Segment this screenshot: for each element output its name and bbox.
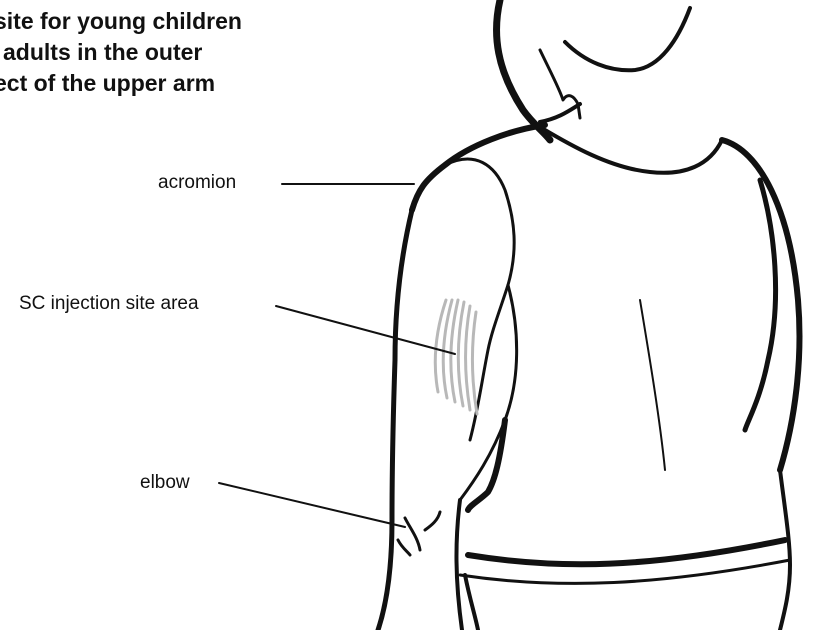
waistband-top bbox=[468, 540, 785, 564]
upper-arm-outer bbox=[378, 210, 412, 630]
forearm-outline bbox=[456, 500, 462, 630]
collar-line bbox=[540, 104, 580, 122]
elbow-crease-2 bbox=[425, 512, 440, 530]
trousers-right bbox=[780, 470, 790, 630]
left-shoulder-outline bbox=[412, 125, 545, 210]
shirt-yoke bbox=[540, 127, 722, 173]
head-outline bbox=[565, 8, 690, 70]
sc-injection-leader-line bbox=[276, 306, 455, 354]
elbow-crease-3 bbox=[398, 540, 410, 555]
trousers-left bbox=[465, 575, 478, 630]
right-arm-inner bbox=[745, 180, 776, 430]
elbow-leader-line bbox=[219, 483, 405, 527]
back-contour bbox=[640, 300, 665, 470]
neck-left-outline bbox=[497, 0, 550, 140]
sc-injection-site-hatching bbox=[435, 300, 477, 414]
elbow-crease-1 bbox=[405, 518, 420, 550]
